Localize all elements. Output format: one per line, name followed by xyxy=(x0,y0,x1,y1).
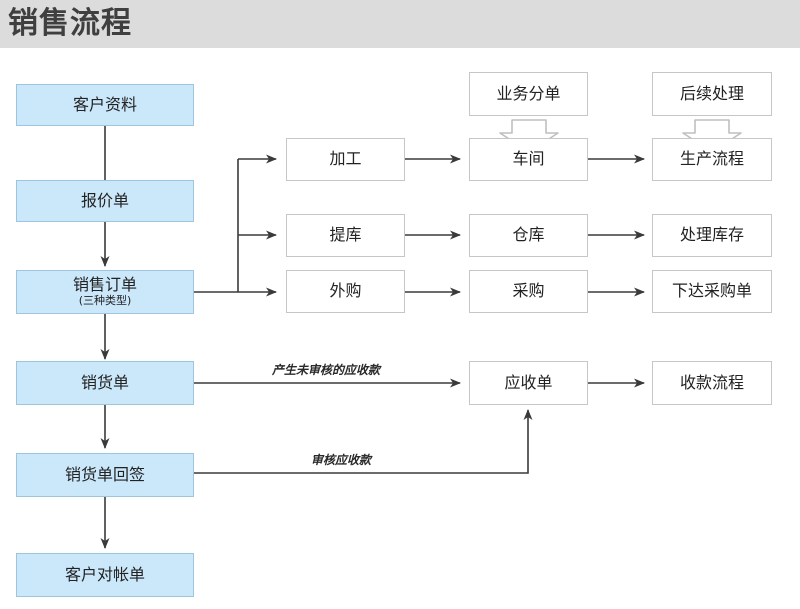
node-warehouse[interactable]: 仓库 xyxy=(469,214,588,257)
node-label: 应收单 xyxy=(504,372,553,392)
node-label: 销货单回签 xyxy=(64,464,145,484)
edge-label-unaudited-receivable: 产生未审核的应收款 xyxy=(272,363,381,377)
node-label: 报价单 xyxy=(80,190,129,210)
node-sales-invoice[interactable]: 销货单 xyxy=(16,361,194,405)
node-label: 外购 xyxy=(329,281,362,301)
node-label: 处理库存 xyxy=(679,225,744,245)
node-label: 收款流程 xyxy=(679,372,744,392)
node-label: 仓库 xyxy=(512,225,545,245)
page-title: 销售流程 xyxy=(8,6,132,41)
node-receivable[interactable]: 应收单 xyxy=(469,361,588,405)
node-processing[interactable]: 加工 xyxy=(286,138,405,181)
node-label: 客户资料 xyxy=(72,94,137,114)
node-label: 客户对帐单 xyxy=(64,564,145,584)
node-business-split[interactable]: 业务分单 xyxy=(469,72,588,116)
node-label: 销售订单 xyxy=(72,274,137,294)
node-follow-up[interactable]: 后续处理 xyxy=(652,72,772,116)
node-outsourcing[interactable]: 外购 xyxy=(286,270,405,313)
node-sublabel: (三种类型) xyxy=(78,294,132,308)
node-label: 生产流程 xyxy=(679,149,744,169)
node-issue-purchase-order[interactable]: 下达采购单 xyxy=(652,270,772,313)
node-purchasing[interactable]: 采购 xyxy=(469,270,588,313)
node-label: 销货单 xyxy=(80,372,129,392)
node-customer-statement[interactable]: 客户对帐单 xyxy=(16,553,194,597)
header-bar: 销售流程 xyxy=(0,0,800,48)
node-label: 下达采购单 xyxy=(671,281,752,301)
node-label: 车间 xyxy=(512,149,545,169)
node-label: 后续处理 xyxy=(679,83,744,103)
node-label: 采购 xyxy=(512,281,545,301)
node-sales-order[interactable]: 销售订单 (三种类型) xyxy=(16,270,194,314)
node-quotation[interactable]: 报价单 xyxy=(16,180,194,222)
node-sales-invoice-receipt[interactable]: 销货单回签 xyxy=(16,453,194,497)
connector-layer xyxy=(100,119,742,549)
edge-receipt-to-receivable xyxy=(194,409,533,474)
edge-label-audit-receivable: 审核应收款 xyxy=(311,453,372,467)
node-workshop[interactable]: 车间 xyxy=(469,138,588,181)
node-stock-pick[interactable]: 提库 xyxy=(286,214,405,257)
node-inventory-flow[interactable]: 处理库存 xyxy=(652,214,772,257)
node-customer-data[interactable]: 客户资料 xyxy=(16,84,194,126)
node-production-flow[interactable]: 生产流程 xyxy=(652,138,772,181)
node-collection-flow[interactable]: 收款流程 xyxy=(652,361,772,405)
node-label: 加工 xyxy=(329,149,362,169)
node-label: 业务分单 xyxy=(496,83,561,103)
diagram-canvas: 客户资料 报价单 销售订单 (三种类型) 销货单 销货单回签 客户对帐单 加工 … xyxy=(0,48,800,609)
node-label: 提库 xyxy=(329,225,362,245)
